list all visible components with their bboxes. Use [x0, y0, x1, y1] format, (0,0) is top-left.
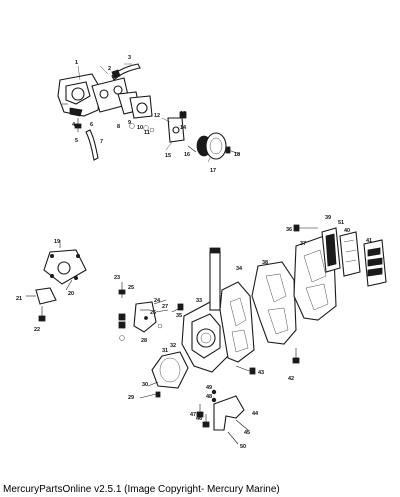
- callout-30: 30: [142, 382, 148, 388]
- callout-2: 2: [108, 66, 111, 72]
- callout-40: 40: [344, 228, 350, 234]
- callout-51: 51: [338, 220, 344, 226]
- callout-50: 50: [240, 444, 246, 450]
- callout-46: 46: [196, 416, 202, 422]
- callout-15: 15: [165, 153, 171, 159]
- callout-42: 42: [288, 376, 294, 382]
- callout-12: 12: [154, 113, 160, 119]
- reed-block-group: [251, 224, 387, 364]
- callout-23: 23: [114, 275, 120, 281]
- callout-47: 47: [190, 412, 196, 418]
- throttle-housing-group: [118, 247, 256, 445]
- callout-31: 31: [162, 348, 168, 354]
- callout-24: 24: [154, 298, 161, 304]
- callout-14: 14: [180, 125, 187, 131]
- callout-26: 26: [150, 310, 156, 316]
- callout-34: 34: [236, 266, 243, 272]
- callout-19: 19: [54, 239, 60, 245]
- callout-6: 6: [90, 122, 93, 128]
- image-copyright-caption: MercuryPartsOnline v2.5.1 (Image Copyrig…: [3, 484, 280, 495]
- callout-7: 7: [100, 139, 103, 145]
- callout-9: 9: [128, 120, 131, 126]
- manifold-plate-group: [26, 240, 87, 322]
- callout-17: 17: [210, 168, 216, 174]
- callout-32: 32: [170, 343, 176, 349]
- callout-45: 45: [244, 430, 250, 436]
- callout-28: 28: [141, 338, 147, 344]
- callout-37: 37: [300, 241, 306, 247]
- callout-49: 49: [206, 385, 212, 391]
- callout-10: 10: [137, 125, 143, 131]
- callout-22: 22: [34, 327, 40, 333]
- callout-8: 8: [117, 124, 120, 130]
- callout-35: 35: [176, 313, 182, 319]
- callout-43: 43: [258, 370, 264, 376]
- carburetor-assembly: [57, 63, 241, 163]
- callout-21: 21: [16, 296, 22, 302]
- callout-3: 3: [128, 55, 131, 61]
- callout-44: 44: [252, 411, 259, 417]
- callout-39: 39: [325, 215, 331, 221]
- exploded-parts-diagram: 1 2 3 4 5 6 7 8 9 10 11 12 13 14 15 16 1…: [16, 55, 387, 450]
- callout-25: 25: [128, 285, 134, 291]
- callout-27: 27: [162, 304, 168, 310]
- callout-16: 16: [184, 152, 190, 158]
- callout-48: 48: [206, 394, 212, 400]
- callout-36: 36: [286, 227, 292, 233]
- callout-1: 1: [75, 60, 78, 66]
- callout-20: 20: [68, 291, 74, 297]
- callout-18: 18: [234, 152, 240, 158]
- callout-41: 41: [366, 238, 372, 244]
- callout-4: 4: [72, 122, 76, 128]
- callout-13: 13: [180, 111, 186, 117]
- callout-33: 33: [196, 298, 202, 304]
- callout-labels: 1 2 3 4 5 6 7 8 9 10 11 12 13 14 15 16 1…: [16, 55, 372, 450]
- callout-11: 11: [144, 130, 150, 136]
- callout-38: 38: [262, 260, 268, 266]
- callout-5: 5: [75, 138, 78, 144]
- callout-29: 29: [128, 395, 134, 401]
